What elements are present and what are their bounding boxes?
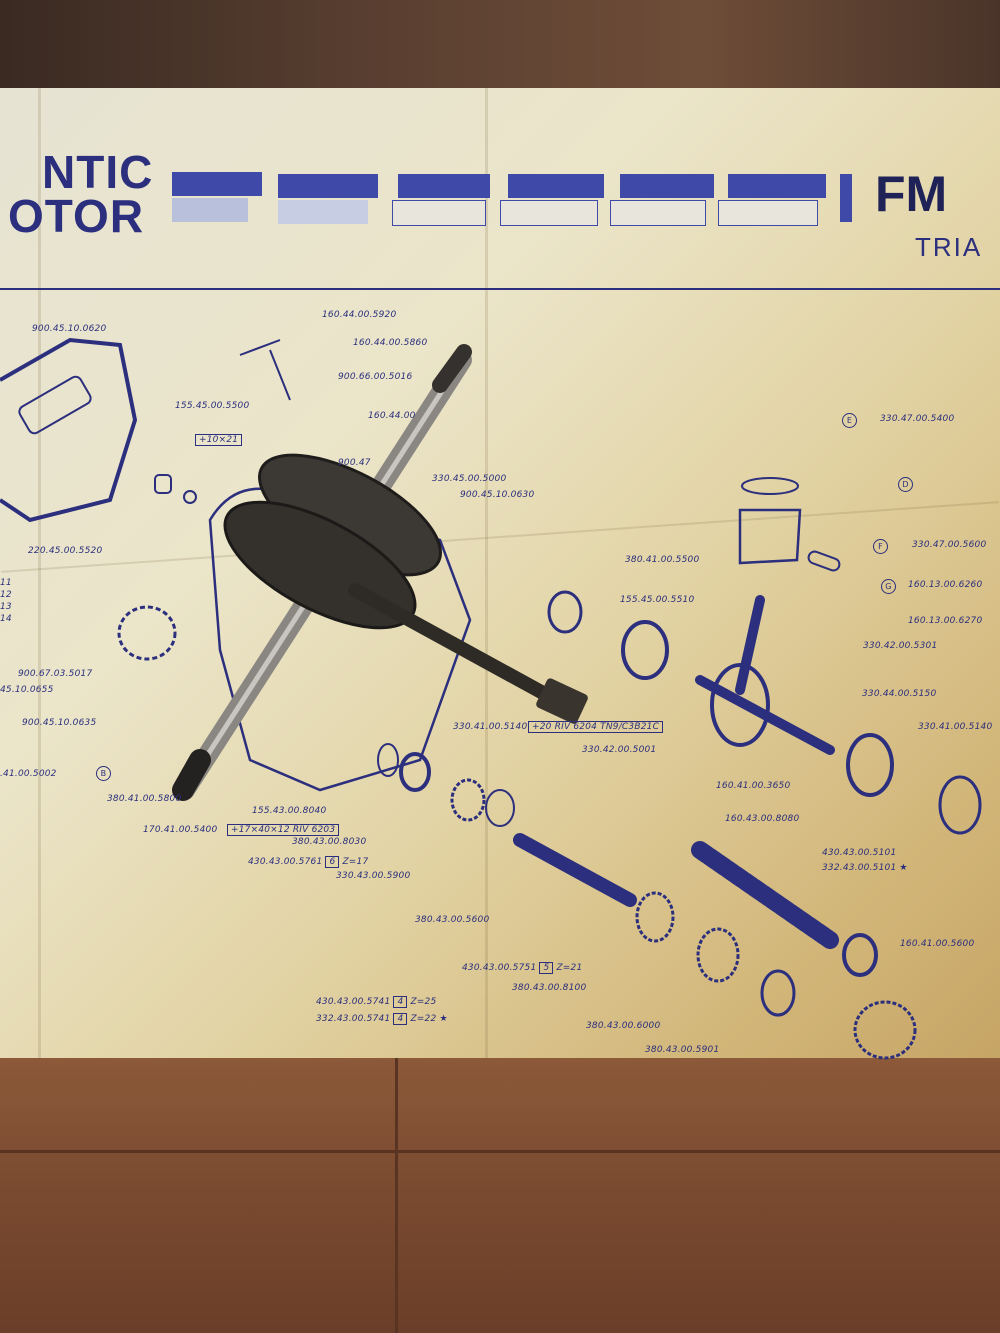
- model-title: FM: [875, 166, 948, 222]
- part-label: 380.43.00.6000: [586, 1021, 661, 1031]
- side-number: 14: [0, 614, 12, 624]
- parts-diagram-poster: [0, 88, 1000, 1058]
- part-label: 155.45.00.5510: [620, 595, 695, 605]
- gear-hub: [485, 789, 515, 827]
- clutch-cover-drawing: [0, 337, 138, 523]
- spacer-ring: [377, 743, 399, 777]
- piston-drawing: [738, 508, 802, 565]
- fold-line: [38, 88, 41, 1058]
- bearing-drawing: [842, 933, 878, 977]
- part-label: 45.10.0655: [0, 685, 54, 695]
- callout-d: D: [898, 477, 913, 492]
- crankshaft-drawing: [695, 595, 835, 755]
- gear-drawing: [853, 1000, 917, 1060]
- part-label: 900.45.10.0630: [460, 490, 535, 500]
- part-label: 330.47.00.5400: [880, 414, 955, 424]
- shaft-taper-end: [432, 344, 472, 393]
- part-label: 900.66.00.5016: [338, 372, 413, 382]
- cover-window: [18, 375, 92, 435]
- side-number: 13: [0, 602, 12, 612]
- gear-label: 430.43.00.5751 5 Z=21: [462, 962, 583, 974]
- part-label: 160.13.00.6260: [908, 580, 983, 590]
- piston-ring-drawing: [741, 477, 799, 495]
- header-rule: [0, 288, 1000, 290]
- cardboard-floor: [0, 1050, 1000, 1333]
- logo-line-2: OTOR: [8, 190, 145, 242]
- part-label: 380.43.00.5600: [415, 915, 490, 925]
- part-label: 380.43.00.5901: [645, 1045, 720, 1055]
- part-label: 160.44.00: [368, 411, 416, 421]
- part-label: 330.47.00.5600: [912, 540, 987, 550]
- connecting-rod: [348, 583, 572, 712]
- part-label: 160.44.00.5920: [322, 310, 397, 320]
- part-label: 330.45.00.5000: [432, 474, 507, 484]
- part-label: 170.41.00.5400: [143, 825, 218, 835]
- model-subtitle: TRIA: [915, 232, 983, 262]
- piston-pin: [807, 550, 841, 572]
- gear-drawing: [635, 891, 675, 943]
- part-label: 380.41.00.5800: [107, 794, 182, 804]
- gear-label: 430.43.00.5761 6 Z=17: [248, 856, 369, 868]
- crank-web-drawing: [710, 663, 770, 747]
- part-label: 160.41.00.5600: [900, 939, 975, 949]
- secondary-shaft-drawing: [691, 841, 839, 949]
- side-number: 12: [0, 590, 12, 600]
- callout-b: B: [96, 766, 111, 781]
- connecting-rod-small-end: [536, 678, 588, 724]
- part-label: 160.43.00.8080: [725, 814, 800, 824]
- callout-f: F: [873, 539, 888, 554]
- part-label: 155.45.00.5500: [175, 401, 250, 411]
- part-label: 160.13.00.6270: [908, 616, 983, 626]
- part-label: 900.45.10.0620: [32, 324, 107, 334]
- part-label: 330.42.00.5301: [863, 641, 938, 651]
- cardboard-seam: [0, 1150, 1000, 1153]
- brand-logo: NTIC OTOR: [0, 146, 154, 242]
- part-label: 380.43.00.8100: [512, 983, 587, 993]
- seal-drawing: [938, 775, 982, 835]
- gear-small: [450, 778, 486, 822]
- part-label: 380.43.00.8030: [292, 837, 367, 847]
- seal-ring: [183, 490, 197, 504]
- bushing: [154, 474, 172, 494]
- part-label: 220.45.00.5520: [28, 546, 103, 556]
- part-label: 160.44.00.5860: [353, 338, 428, 348]
- part-label: 380.41.00.5500: [625, 555, 700, 565]
- part-label: 330.44.00.5150: [862, 689, 937, 699]
- bearing-size-box: +20 RIV 6204 TN9/C3B21C: [528, 721, 664, 733]
- side-number: 11: [0, 578, 12, 588]
- primary-shaft-drawing: [513, 833, 637, 907]
- gear-label: 332.43.00.5741 4 Z=22 ★: [316, 1013, 448, 1025]
- fold-line: [485, 88, 488, 1058]
- logo-line-1: NTIC: [42, 146, 154, 198]
- bearing-drawing: [621, 620, 669, 680]
- shaft-thread-end: [172, 749, 211, 801]
- seal-size-box: +10×21: [195, 434, 243, 446]
- part-label: 330.41.00.5140: [918, 722, 993, 732]
- part-label: 155.43.00.8040: [252, 806, 327, 816]
- part-label: .41.00.5002: [0, 769, 57, 779]
- part-label: 332.43.00.5101 ★: [822, 863, 908, 873]
- part-label: 900.45.10.0635: [22, 718, 97, 728]
- part-label: 900.67.03.5017: [18, 669, 93, 679]
- kickstart-lever-drawing: [239, 339, 291, 401]
- callout-e: E: [842, 413, 857, 428]
- gear-label: 430.43.00.5741 4 Z=25: [316, 996, 437, 1008]
- bearing-size-box: +17×40×12 RIV 6203: [227, 824, 340, 836]
- callout-g: G: [881, 579, 896, 594]
- crankshaft-photo: [172, 344, 588, 801]
- part-label: 330.43.00.5900: [336, 871, 411, 881]
- part-label: 330.42.00.5001: [582, 745, 657, 755]
- part-label: 430.43.00.5101: [822, 848, 897, 858]
- gear-drawing: [696, 927, 740, 983]
- part-label: 160.41.00.3650: [716, 781, 791, 791]
- bearing-drawing: [846, 733, 894, 797]
- sprocket-drawing: [117, 605, 177, 661]
- part-label: 330.41.00.5140: [453, 722, 528, 732]
- gear-drawing: [760, 969, 796, 1017]
- cardboard-seam: [395, 1050, 398, 1333]
- part-label: 900.47: [338, 458, 371, 468]
- seal-drawing: [547, 590, 583, 634]
- bearing-left: [399, 752, 431, 792]
